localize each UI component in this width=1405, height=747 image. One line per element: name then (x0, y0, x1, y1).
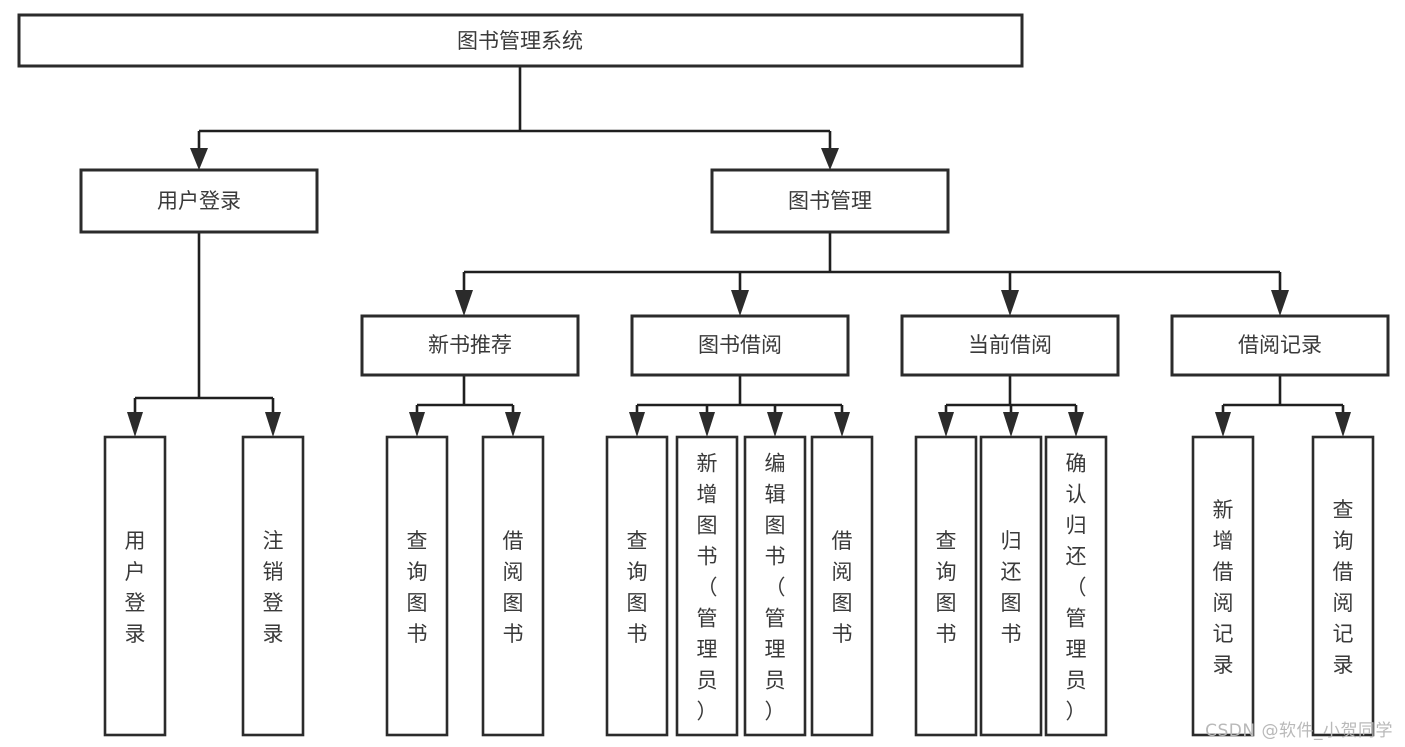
node-leaf-user-logout-box[interactable] (241, 435, 305, 737)
node-leaf-confirm-return[interactable]: 确认归还（管理员） (1044, 435, 1108, 737)
node-user-login-box[interactable] (79, 168, 319, 234)
node-leaf-query-book-3-box[interactable] (914, 435, 978, 737)
arrow-head-leaf-add-book (699, 412, 715, 437)
node-user-login-label: 用户登录 (157, 189, 241, 213)
connector-user-login-to-leaves (127, 232, 281, 437)
arrow-head-leaf-return-book (1003, 412, 1019, 437)
node-leaf-query-record[interactable]: 查询借阅记录 (1311, 435, 1375, 737)
node-user-login[interactable]: 用户登录 (79, 168, 319, 234)
node-leaf-borrow-book-2-label: 借阅图书 (832, 529, 853, 646)
node-leaf-edit-book-box[interactable] (743, 435, 807, 737)
connector-book-manage-to-level3 (455, 232, 1289, 316)
arrow-head-leaf-query-book-1 (409, 412, 425, 437)
node-borrow-record-box[interactable] (1170, 314, 1390, 377)
connector-book-borrow-to-leaves (629, 375, 850, 437)
connector-current-borrow-to-leaves (938, 375, 1084, 437)
arrow-head-leaf-user-logout (265, 412, 281, 437)
connector-root-to-level2 (190, 66, 839, 170)
node-leaf-add-record-label: 新增借阅记录 (1213, 498, 1234, 677)
node-book-manage[interactable]: 图书管理 (710, 168, 950, 234)
node-current-borrow[interactable]: 当前借阅 (900, 314, 1120, 377)
node-leaf-user-login[interactable]: 用户登录 (103, 435, 167, 737)
node-leaf-query-book-1-box[interactable] (385, 435, 449, 737)
node-leaf-query-book-2-label: 查询图书 (627, 529, 648, 646)
node-leaf-edit-book-label: 编辑图书（管理员） (765, 452, 786, 724)
node-leaf-user-login-label: 用户登录 (125, 529, 146, 646)
node-book-manage-label: 图书管理 (788, 189, 872, 213)
node-leaf-add-book[interactable]: 新增图书（管理员） (675, 435, 739, 737)
node-leaf-add-book-label: 新增图书（管理员） (697, 452, 718, 724)
arrow-head-new-book-recommend (455, 290, 473, 316)
node-leaf-return-book-label: 归还图书 (1001, 529, 1022, 646)
node-leaf-query-book-3-label: 查询图书 (936, 529, 957, 646)
node-leaf-user-logout[interactable]: 注销登录 (241, 435, 305, 737)
node-leaf-query-book-2-box[interactable] (605, 435, 669, 737)
node-leaf-confirm-return-label: 确认归还（管理员） (1066, 452, 1087, 724)
node-new-book-recommend-label: 新书推荐 (428, 333, 512, 357)
arrow-head-current-borrow (1001, 290, 1019, 316)
node-leaf-borrow-book-1-box[interactable] (481, 435, 545, 737)
node-leaf-return-book-box[interactable] (979, 435, 1043, 737)
node-leaf-borrow-book-1-label: 借阅图书 (503, 529, 524, 646)
arrow-head-leaf-query-book-3 (938, 412, 954, 437)
arrow-head-book-borrow (731, 290, 749, 316)
node-leaf-user-logout-label: 注销登录 (263, 529, 284, 646)
node-root[interactable]: 图书管理系统 (17, 13, 1024, 68)
node-leaf-query-book-1[interactable]: 查询图书 (385, 435, 449, 737)
node-leaf-borrow-book-2-box[interactable] (810, 435, 874, 737)
arrow-head-user-login (190, 148, 208, 170)
node-leaf-edit-book[interactable]: 编辑图书（管理员） (743, 435, 807, 737)
node-leaf-add-record[interactable]: 新增借阅记录 (1191, 435, 1255, 737)
node-leaf-borrow-book-1[interactable]: 借阅图书 (481, 435, 545, 737)
node-root-label: 图书管理系统 (457, 29, 583, 53)
node-leaf-add-record-box[interactable] (1191, 435, 1255, 737)
node-leaf-user-login-box[interactable] (103, 435, 167, 737)
arrow-head-leaf-confirm-return (1068, 412, 1084, 437)
node-new-book-recommend-box[interactable] (360, 314, 580, 377)
node-leaf-add-book-box[interactable] (675, 435, 739, 737)
node-leaf-query-record-box[interactable] (1311, 435, 1375, 737)
node-book-borrow-label: 图书借阅 (698, 333, 782, 357)
node-book-borrow[interactable]: 图书借阅 (630, 314, 850, 377)
arrow-head-leaf-edit-book (767, 412, 783, 437)
node-current-borrow-box[interactable] (900, 314, 1120, 377)
node-book-borrow-box[interactable] (630, 314, 850, 377)
arrow-head-borrow-record (1271, 290, 1289, 316)
node-leaf-return-book[interactable]: 归还图书 (979, 435, 1043, 737)
arrow-head-leaf-user-login (127, 412, 143, 437)
node-borrow-record-label: 借阅记录 (1238, 333, 1322, 357)
node-root-box[interactable] (17, 13, 1024, 68)
node-book-manage-box[interactable] (710, 168, 950, 234)
node-leaf-query-book-2[interactable]: 查询图书 (605, 435, 669, 737)
arrow-head-book-manage (821, 148, 839, 170)
node-leaf-confirm-return-box[interactable] (1044, 435, 1108, 737)
connector-borrow-record-to-leaves (1215, 375, 1351, 437)
arrow-head-leaf-borrow-book-1 (505, 412, 521, 437)
node-borrow-record[interactable]: 借阅记录 (1170, 314, 1390, 377)
arrow-head-leaf-query-record (1335, 412, 1351, 437)
node-current-borrow-label: 当前借阅 (968, 333, 1052, 357)
node-leaf-query-book-3[interactable]: 查询图书 (914, 435, 978, 737)
node-leaf-query-book-1-label: 查询图书 (407, 529, 428, 646)
arrow-head-leaf-query-book-2 (629, 412, 645, 437)
arrow-head-leaf-borrow-book-2 (834, 412, 850, 437)
arrow-head-leaf-add-record (1215, 412, 1231, 437)
connector-new-book-recommend-to-leaves (409, 375, 521, 437)
node-leaf-borrow-book-2[interactable]: 借阅图书 (810, 435, 874, 737)
node-new-book-recommend[interactable]: 新书推荐 (360, 314, 580, 377)
node-leaf-query-record-label: 查询借阅记录 (1333, 498, 1354, 677)
